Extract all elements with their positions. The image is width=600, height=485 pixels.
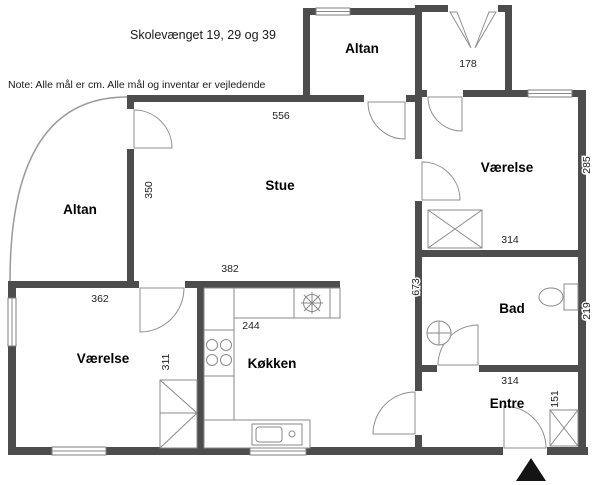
wall-stue-left xyxy=(127,95,134,288)
kitchen-fixtures xyxy=(203,287,341,449)
wall-vaerelse-bad-divider xyxy=(415,250,586,257)
window xyxy=(315,7,351,16)
dim-balcony-top: 178 xyxy=(459,58,477,70)
door-swing-altan-stue xyxy=(367,101,406,140)
opening xyxy=(414,159,423,201)
windows xyxy=(7,7,573,456)
room-label-bad: Bad xyxy=(499,301,525,316)
kitchen-counter-left xyxy=(203,287,235,421)
wardrobe xyxy=(427,209,483,249)
dim-core-depth: 673 xyxy=(410,278,422,296)
dim-vaerelse-right-width: 314 xyxy=(501,234,519,246)
dim-vaerelse-left-width: 362 xyxy=(91,293,109,305)
wall-balcony-top-left-seg xyxy=(422,5,448,12)
floor-drain-icon xyxy=(426,320,452,346)
door-openings xyxy=(126,89,547,456)
door-swing-entrance xyxy=(503,405,547,449)
dim-vaerelse-left-depth: 311 xyxy=(160,353,172,370)
window xyxy=(7,297,17,347)
room-label-koekken: Køkken xyxy=(248,356,297,371)
opening xyxy=(414,391,423,435)
room-label-vaerelse-left: Værelse xyxy=(77,351,130,366)
altan-left-railing-arc xyxy=(9,96,128,282)
wall-right xyxy=(578,90,586,455)
wall-balcony-right xyxy=(505,5,512,97)
wall-bad-entre-divider xyxy=(415,365,586,372)
door-swing-vaerelse-left xyxy=(139,287,185,333)
room-label-altan-top: Altan xyxy=(345,41,379,56)
wall-vaerelse-left-top xyxy=(8,281,204,288)
north-arrow-icon xyxy=(516,458,546,481)
opening xyxy=(503,446,547,456)
opening xyxy=(427,89,463,98)
room-label-vaerelse-right: Værelse xyxy=(481,160,534,175)
opening xyxy=(126,109,135,149)
dim-vaerelse-right-depth: 285 xyxy=(581,156,593,174)
dim-stue-left: 350 xyxy=(143,181,155,199)
dim-koekken-width: 382 xyxy=(221,263,239,275)
door-swings xyxy=(133,11,547,449)
kitchen-sink-icon xyxy=(251,423,303,446)
door-swing-stue-vaerelse xyxy=(421,161,461,201)
dim-entre-width: 314 xyxy=(501,375,519,387)
window xyxy=(51,446,107,456)
labels: Skolevænget 19, 29 og 39 Note: Alle mål … xyxy=(8,28,595,411)
wall-stue-top xyxy=(127,95,415,102)
wall-core-vertical xyxy=(415,5,422,455)
opening xyxy=(364,94,406,103)
dim-koekken-floor: 244 xyxy=(242,320,260,332)
wall-altan-top-left xyxy=(303,8,310,102)
balcony-french-door-right xyxy=(474,11,497,49)
door-swing-stue-altan-left xyxy=(133,109,173,149)
toilet-icon xyxy=(538,283,579,311)
dim-bad-depth: 219 xyxy=(581,302,593,320)
wardrobe xyxy=(549,409,579,447)
wall-altan-top-top xyxy=(303,8,422,15)
sheet-title: Skolevænget 19, 29 og 39 xyxy=(130,28,276,42)
door-swing-koekken-entre xyxy=(372,391,416,435)
wardrobe xyxy=(159,379,198,449)
wall-vaerelse-koekken-divider xyxy=(197,281,204,455)
room-label-stue: Stue xyxy=(265,178,295,193)
walls xyxy=(8,5,588,455)
stove-burners-icon xyxy=(206,339,232,366)
wall-vaerelse-right-top xyxy=(415,90,585,97)
wall-left-lower xyxy=(8,281,16,455)
door-swing-balcony-vaerelse xyxy=(427,96,463,132)
bathroom-fixtures xyxy=(426,283,579,346)
room-label-altan-left: Altan xyxy=(63,202,97,217)
opening xyxy=(139,280,185,289)
opening xyxy=(437,364,479,373)
sheet-note: Note: Alle mål er cm. Alle mål og invent… xyxy=(8,79,266,91)
balcony-french-door-left xyxy=(449,11,472,49)
dim-stue-top: 556 xyxy=(272,110,290,122)
hob-icon xyxy=(293,287,331,319)
window xyxy=(527,89,573,98)
wardrobes xyxy=(159,209,579,449)
wall-koekken-top xyxy=(197,281,340,288)
dim-entre-depth: 151 xyxy=(549,390,561,408)
room-label-entre: Entre xyxy=(490,396,525,411)
